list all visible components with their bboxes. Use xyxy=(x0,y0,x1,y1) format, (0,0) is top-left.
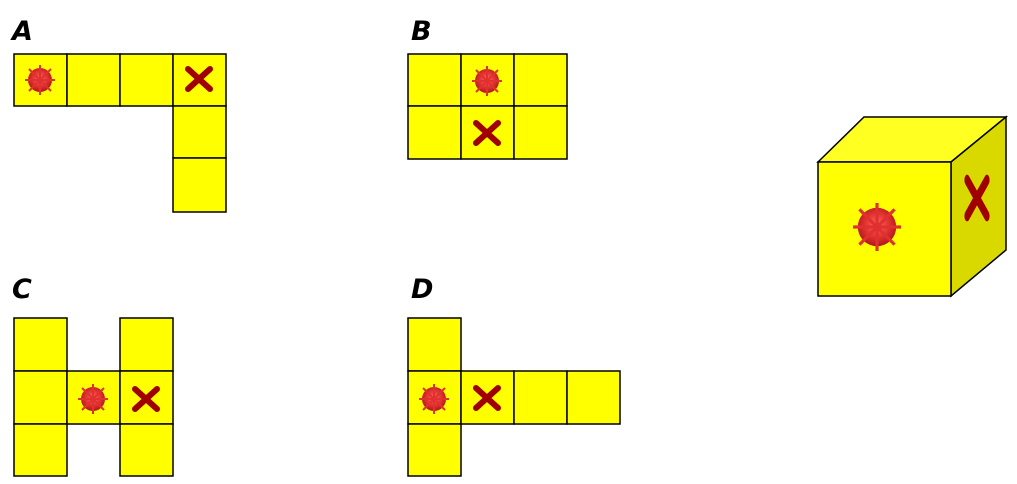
net-option-b[interactable]: B xyxy=(408,16,567,159)
option-label-d: D xyxy=(411,274,433,305)
dot-icon xyxy=(25,65,55,95)
dot-icon xyxy=(78,384,108,414)
net-square xyxy=(120,424,173,476)
net-square xyxy=(514,371,567,424)
net-square xyxy=(408,318,461,371)
option-label-a: A xyxy=(10,16,33,47)
option-label-b: B xyxy=(411,16,432,47)
net-square xyxy=(408,106,461,159)
net-option-a[interactable]: A xyxy=(10,16,226,212)
net-option-c[interactable]: C xyxy=(12,274,173,476)
net-square xyxy=(120,54,173,106)
net-square xyxy=(14,371,67,424)
net-square xyxy=(173,106,226,158)
net-square xyxy=(408,424,461,476)
net-square xyxy=(173,158,226,212)
dot-icon xyxy=(419,384,449,414)
net-square xyxy=(514,54,567,106)
net-square xyxy=(67,54,120,106)
dot-icon xyxy=(853,203,901,251)
net-option-d[interactable]: D xyxy=(408,274,620,476)
net-square xyxy=(567,371,620,424)
dot-icon xyxy=(472,66,502,96)
option-label-c: C xyxy=(12,274,32,305)
net-square xyxy=(408,54,461,106)
net-square xyxy=(14,318,67,371)
net-square xyxy=(120,318,173,371)
net-square xyxy=(514,106,567,159)
reference-cube xyxy=(818,117,1006,296)
net-square xyxy=(14,424,67,476)
